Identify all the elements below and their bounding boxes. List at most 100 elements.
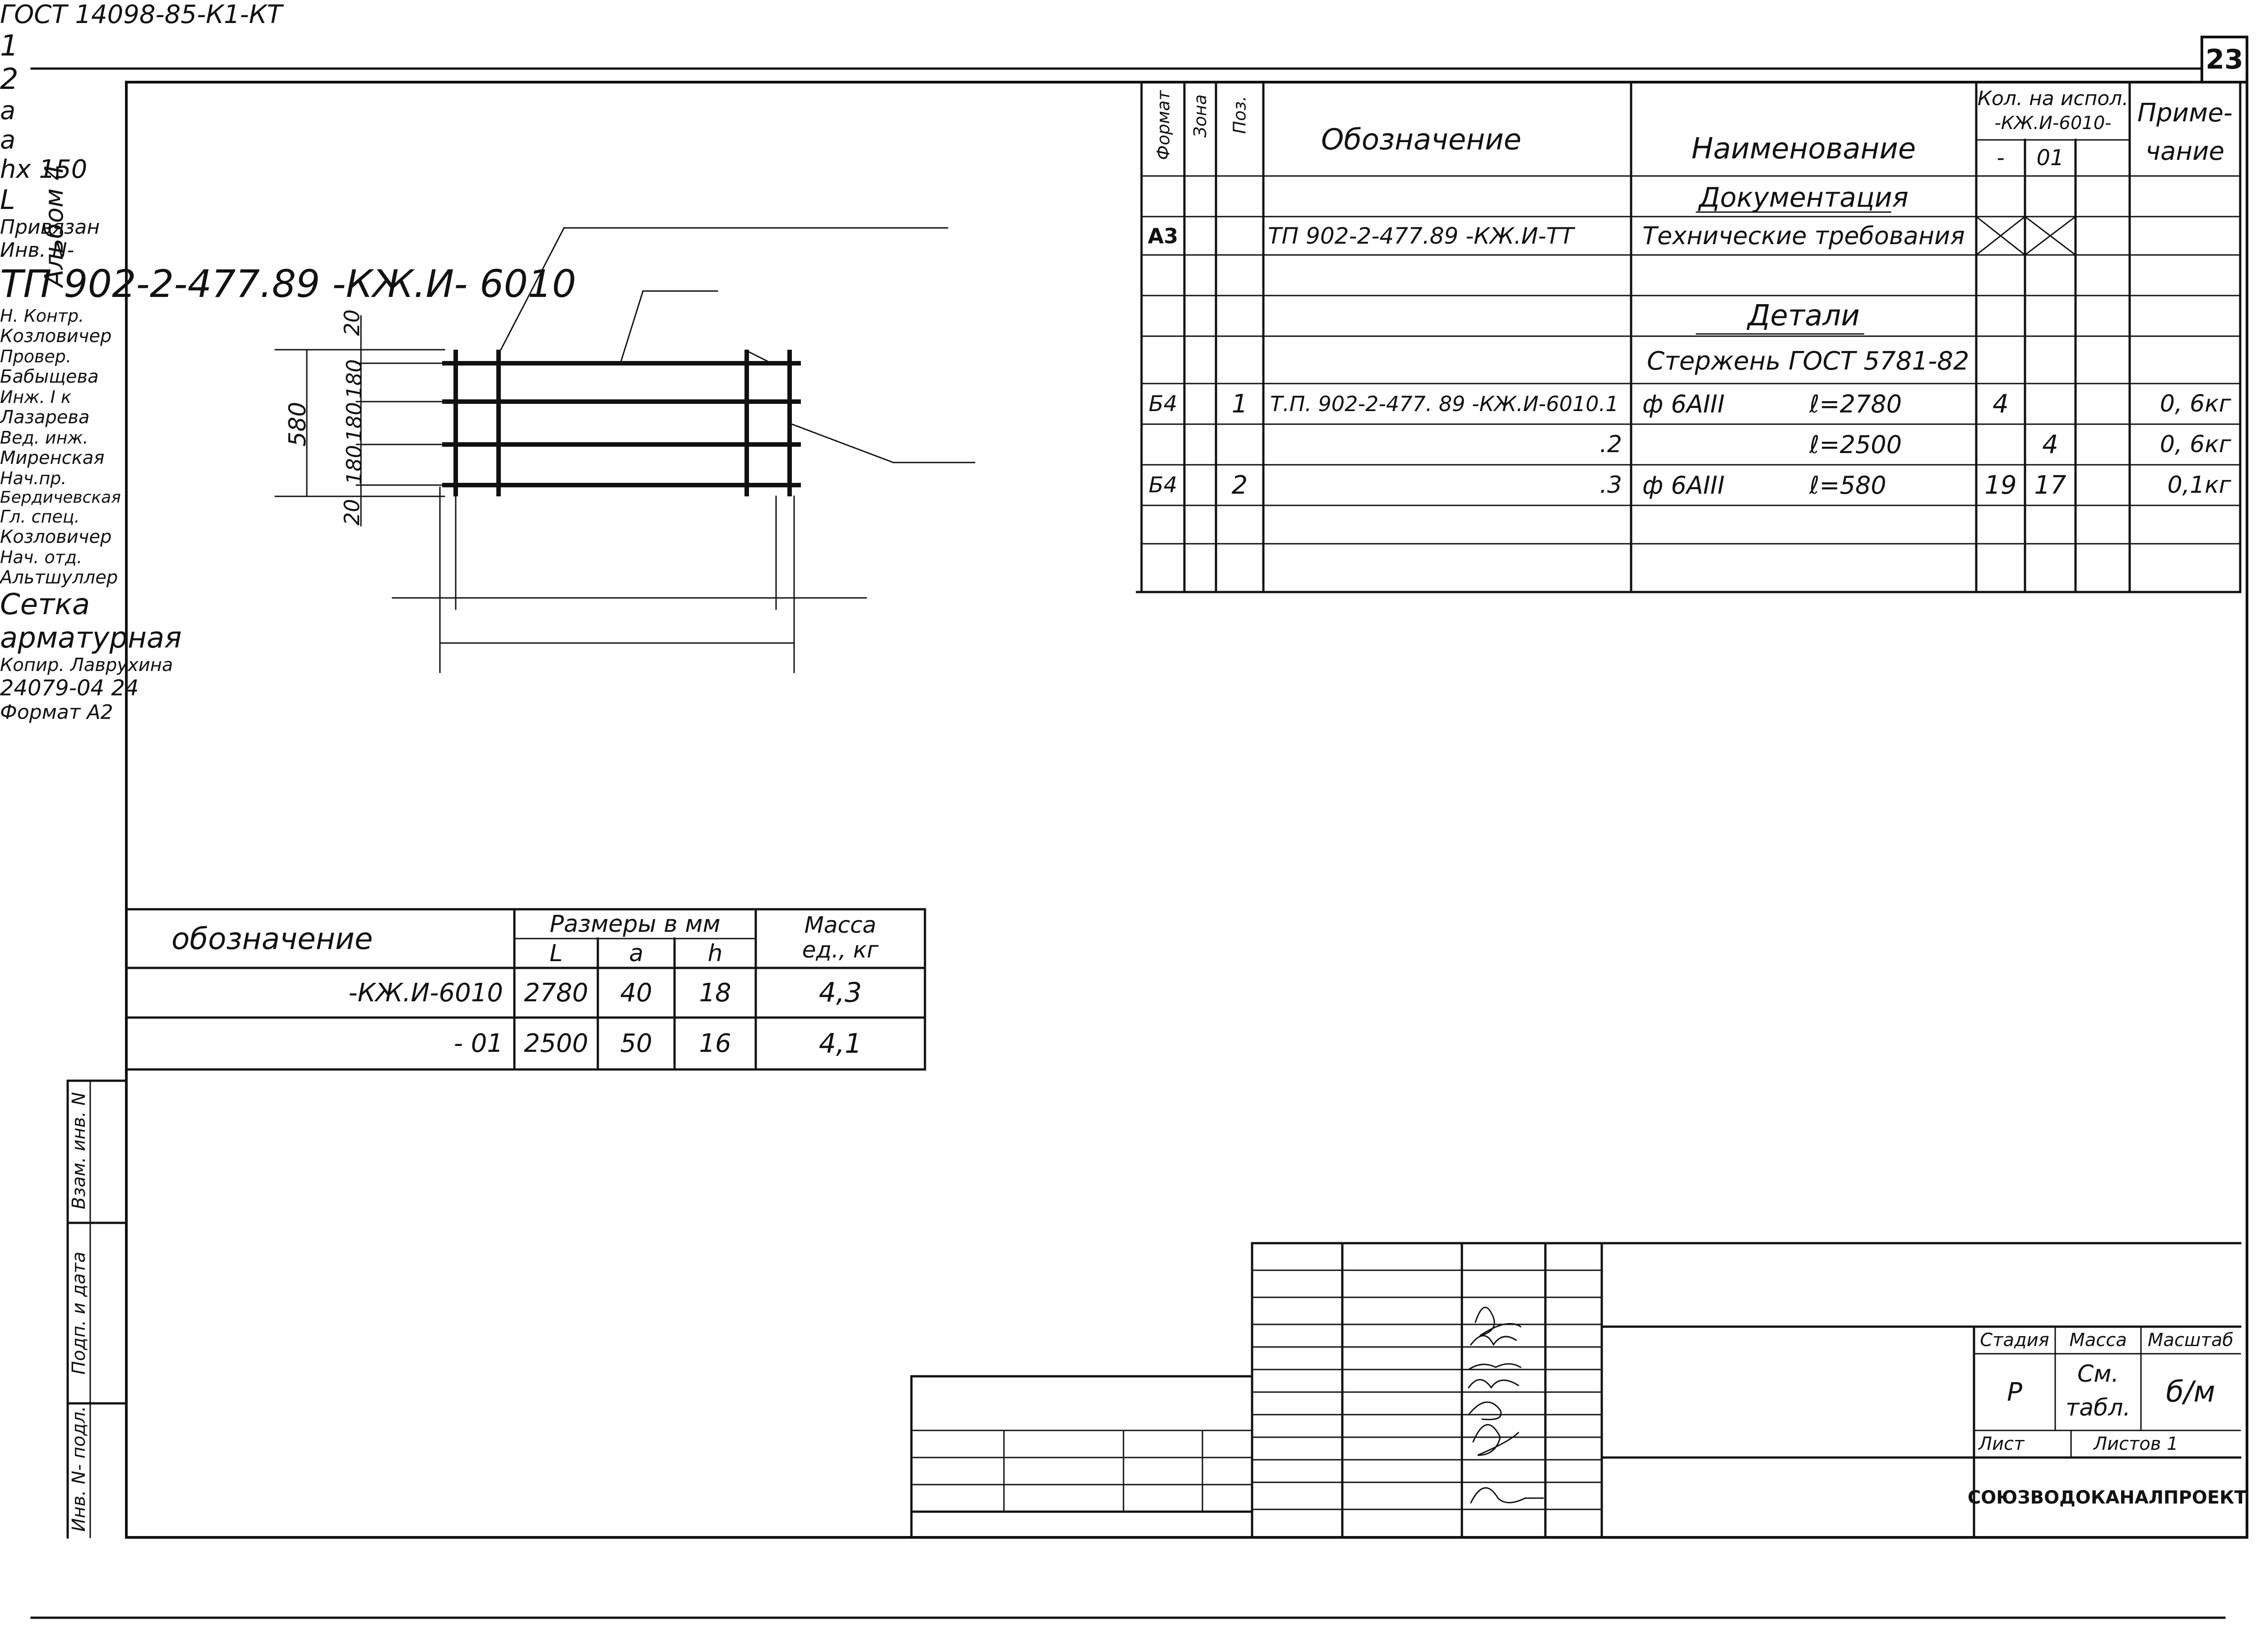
qty-header-2: -КЖ.И-6010- bbox=[1994, 112, 2112, 134]
role-row-3: Инж. I к Лазарева bbox=[0, 387, 2256, 428]
qty-col2-header: 01 bbox=[2036, 145, 2064, 171]
dim-180-1: 180 bbox=[342, 359, 366, 399]
doc-designation: ТП 902-2-477.89 -КЖ.И-ТТ bbox=[1268, 222, 1574, 249]
col-name-header: Наименование bbox=[1691, 132, 1916, 166]
sheet-title-1: Сетка bbox=[0, 588, 90, 621]
row-designation: Т.П. 902-2-477. 89 -КЖ.И-6010.1 bbox=[1270, 392, 1619, 416]
dim-a-right: a bbox=[0, 125, 16, 155]
sizes-mass: 4,3 bbox=[818, 977, 862, 1009]
dim-step: hx 150 bbox=[0, 155, 88, 184]
row-designation: .3 bbox=[1600, 472, 1622, 499]
bound-label: Привязан bbox=[0, 216, 100, 239]
sizes-header-mass-1: Масса bbox=[804, 912, 877, 938]
role-name: Козловичер bbox=[0, 326, 112, 347]
sizes-header-a: a bbox=[629, 939, 643, 967]
dim-20-top: 20 bbox=[340, 309, 364, 336]
strip-sign-date: Подп. и дата bbox=[69, 1251, 89, 1375]
sheets-label: Листов 1 bbox=[2094, 1434, 2178, 1454]
col-pos-header: Поз. bbox=[1230, 96, 1249, 134]
sizes-mass: 4,1 bbox=[818, 1027, 862, 1060]
role-label: Инж. I к bbox=[0, 387, 71, 407]
page-number: 23 bbox=[2205, 44, 2243, 75]
row-pos: 1 bbox=[1231, 389, 1248, 419]
dim-180-2: 180 bbox=[342, 402, 366, 442]
sizes-h: 16 bbox=[699, 1029, 731, 1058]
role-row-5: Нач.пр. Бердичевская bbox=[0, 468, 2256, 507]
role-name: Бабыщева bbox=[0, 366, 99, 387]
row-pos: 2 bbox=[1231, 470, 1248, 500]
note-header-2: чание bbox=[2145, 136, 2224, 166]
sizes-header-sizes: Размеры в мм bbox=[550, 910, 721, 938]
dim-a-left: a bbox=[0, 96, 16, 125]
footer-copied: Копир. Лаврухина bbox=[0, 655, 173, 676]
role-name: Миренская bbox=[0, 448, 105, 468]
role-name: Лазарева bbox=[0, 407, 90, 428]
doc-format: А3 bbox=[1147, 223, 1179, 248]
dim-580: 580 bbox=[284, 402, 311, 447]
mass-value-1: См. bbox=[2077, 1360, 2119, 1388]
sizes-designation: - 01 bbox=[453, 1029, 503, 1058]
role-label: Провер. bbox=[0, 347, 71, 366]
row-note: 0,1кг bbox=[2167, 472, 2231, 499]
scale-label: Масштаб bbox=[2147, 1330, 2234, 1351]
stage-value: Р bbox=[2007, 1377, 2022, 1407]
footer-format: Формат А2 bbox=[0, 701, 113, 724]
role-name: Бердичевская bbox=[0, 488, 121, 507]
sizes-L: 2500 bbox=[524, 1029, 588, 1058]
row-format: Б4 bbox=[1148, 391, 1178, 416]
row-qty1: 4 bbox=[1992, 389, 2009, 419]
col-zone-header: Зона bbox=[1190, 94, 1210, 138]
role-row-4: Вед. инж. Миренская bbox=[0, 428, 2256, 468]
sizes-L: 2780 bbox=[524, 978, 588, 1008]
row-designation: .2 bbox=[1600, 431, 1622, 458]
sizes-h: 18 bbox=[699, 978, 731, 1008]
doc-name: Технические требования bbox=[1642, 222, 1965, 250]
row-format: Б4 bbox=[1148, 472, 1178, 498]
footer-order: 24079-04 24 bbox=[0, 676, 139, 701]
col-designation-header: Обозначение bbox=[1321, 123, 1522, 157]
mass-label: Масса bbox=[2069, 1330, 2127, 1351]
stage-label: Стадия bbox=[1980, 1330, 2049, 1351]
signatures bbox=[1467, 1307, 1544, 1504]
role-label: Нач.пр. bbox=[0, 468, 67, 488]
doc-code: ТП 902-2-477.89 -КЖ.И- 6010 bbox=[0, 262, 576, 306]
sizes-header-designation: обозначение bbox=[171, 921, 373, 956]
qty-col1-header: - bbox=[1997, 145, 2005, 171]
role-name: Альтшуллер bbox=[0, 567, 118, 588]
row-qty2: 17 bbox=[2034, 470, 2066, 500]
qty-header-1: Кол. на испол. bbox=[1977, 87, 2129, 110]
sizes-header-mass-2: ед., кг bbox=[802, 937, 879, 963]
strip-vzam: Взам. инв. N bbox=[69, 1092, 89, 1209]
scale-value: б/м bbox=[2166, 1375, 2215, 1409]
sheet-label: Лист bbox=[1979, 1434, 2025, 1454]
role-label: Нач. отд. bbox=[0, 547, 83, 567]
position-1-label: 1 bbox=[0, 29, 18, 63]
col-format-header: Формат bbox=[1153, 90, 1173, 160]
album-label: Альбом 4 bbox=[39, 164, 69, 287]
dim-L: L bbox=[0, 184, 15, 216]
dim-180-3: 180 bbox=[342, 445, 366, 485]
org-name: СОЮЗВОДОКАНАЛПРОЕКТ bbox=[1967, 1487, 2247, 1508]
row-length: ℓ=2780 bbox=[1809, 389, 1902, 418]
row-length: ℓ=2500 bbox=[1809, 430, 1902, 459]
role-label: Н. Контр. bbox=[0, 306, 84, 326]
row-name: ф 6АIII bbox=[1642, 389, 1725, 418]
role-row-7: Нач. отд. Альтшуллер bbox=[0, 547, 2256, 588]
sizes-header-L: L bbox=[550, 939, 563, 967]
section-details: Детали bbox=[1747, 299, 1860, 333]
row-note: 0, 6кг bbox=[2160, 431, 2231, 458]
mass-value-2: табл. bbox=[2066, 1394, 2131, 1421]
position-2-label: 2 bbox=[0, 63, 18, 96]
role-row-1: Н. Контр. Козловичер bbox=[0, 306, 2256, 347]
rod-gost: Стержень ГОСТ 5781-82 bbox=[1647, 346, 1969, 376]
role-label: Гл. спец. bbox=[0, 507, 80, 527]
strip-inv-orig: Инв. N- подл. bbox=[69, 1406, 89, 1532]
role-row-2: Провер. Бабыщева bbox=[0, 347, 2256, 387]
sizes-a: 50 bbox=[620, 1029, 652, 1058]
sizes-designation: -КЖ.И-6010 bbox=[348, 978, 503, 1008]
row-qty2 bbox=[2025, 384, 2076, 424]
role-label: Вед. инж. bbox=[0, 428, 88, 448]
row-name: ф 6АIII bbox=[1642, 471, 1725, 500]
role-name: Козловичер bbox=[0, 527, 112, 547]
